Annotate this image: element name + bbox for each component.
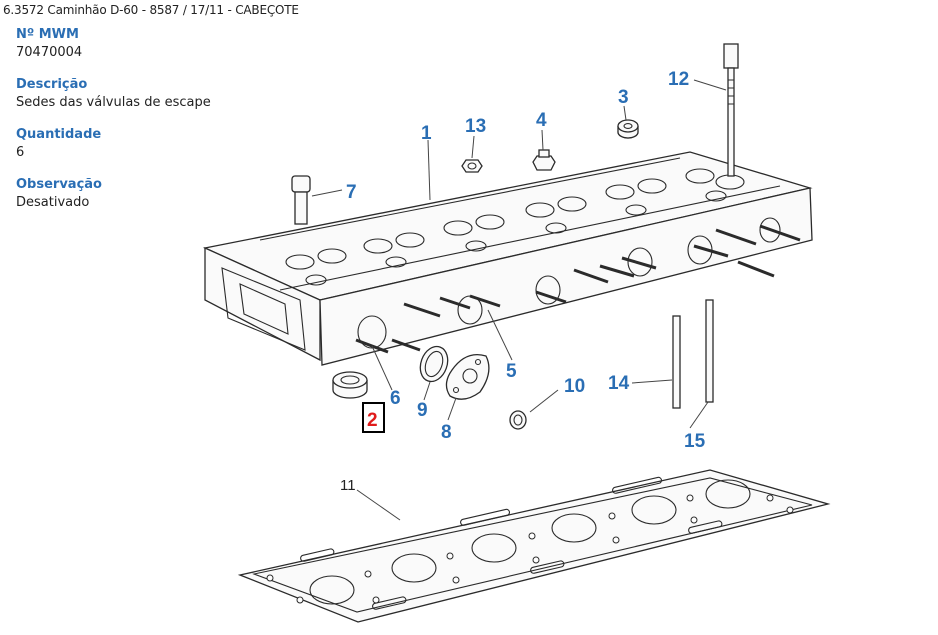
cylinder-head-drawing[interactable]: [202, 151, 813, 366]
callout-6[interactable]: 6: [390, 388, 401, 409]
leader-lines: [311, 79, 727, 521]
mwm-number-label: Nº MWM: [16, 27, 79, 42]
callout-8[interactable]: 8: [441, 422, 452, 443]
head-gasket-part-11-drawing[interactable]: [237, 469, 831, 623]
long-stud-drawing[interactable]: [723, 43, 739, 177]
gasket-part-9-drawing[interactable]: [416, 343, 453, 386]
page-title: 6.3572 Caminhão D-60 - 8587 / 17/11 - CA…: [3, 3, 299, 17]
quantity-value: 6: [16, 145, 25, 160]
nut-part-13-drawing[interactable]: [461, 159, 483, 173]
observation-label: Observação: [16, 177, 102, 192]
nut-part-4-drawing[interactable]: [532, 149, 556, 171]
callout-10[interactable]: 10: [564, 376, 585, 397]
callout-2[interactable]: 2: [367, 410, 378, 431]
callout-14[interactable]: 14: [608, 373, 630, 394]
cover-plate-part-8-drawing[interactable]: [445, 353, 490, 400]
callout-1[interactable]: 1: [421, 123, 432, 144]
description-value: Sedes das válvulas de escape: [16, 95, 211, 110]
callout-2-selected[interactable]: 2: [362, 402, 385, 433]
valve-seat-part-2-drawing[interactable]: [332, 371, 368, 399]
callout-3[interactable]: 3: [618, 87, 629, 108]
callout-11[interactable]: 11: [340, 477, 356, 494]
part-info-panel: Nº MWM 70470004 Descrição Sedes das válv…: [16, 27, 256, 227]
observation-value: Desativado: [16, 195, 90, 210]
plug-part-10-drawing[interactable]: [509, 410, 527, 430]
callout-15[interactable]: 15: [684, 431, 706, 452]
selection-box: [362, 402, 385, 433]
quantity-label: Quantidade: [16, 127, 102, 142]
description-label: Descrição: [16, 77, 88, 92]
callout-5[interactable]: 5: [506, 361, 517, 382]
callout-4[interactable]: 4: [536, 110, 547, 131]
washer-part-3-drawing[interactable]: [617, 119, 639, 139]
callout-7[interactable]: 7: [346, 182, 357, 203]
mwm-number-value: 70470004: [16, 45, 83, 60]
callout-12[interactable]: 12: [668, 69, 689, 90]
callout-13[interactable]: 13: [465, 116, 486, 137]
stud-part-14-drawing[interactable]: [672, 315, 681, 409]
callout-9[interactable]: 9: [417, 400, 428, 421]
stud-part-15-drawing[interactable]: [705, 299, 714, 403]
bolt-part-7-drawing[interactable]: [291, 175, 311, 225]
